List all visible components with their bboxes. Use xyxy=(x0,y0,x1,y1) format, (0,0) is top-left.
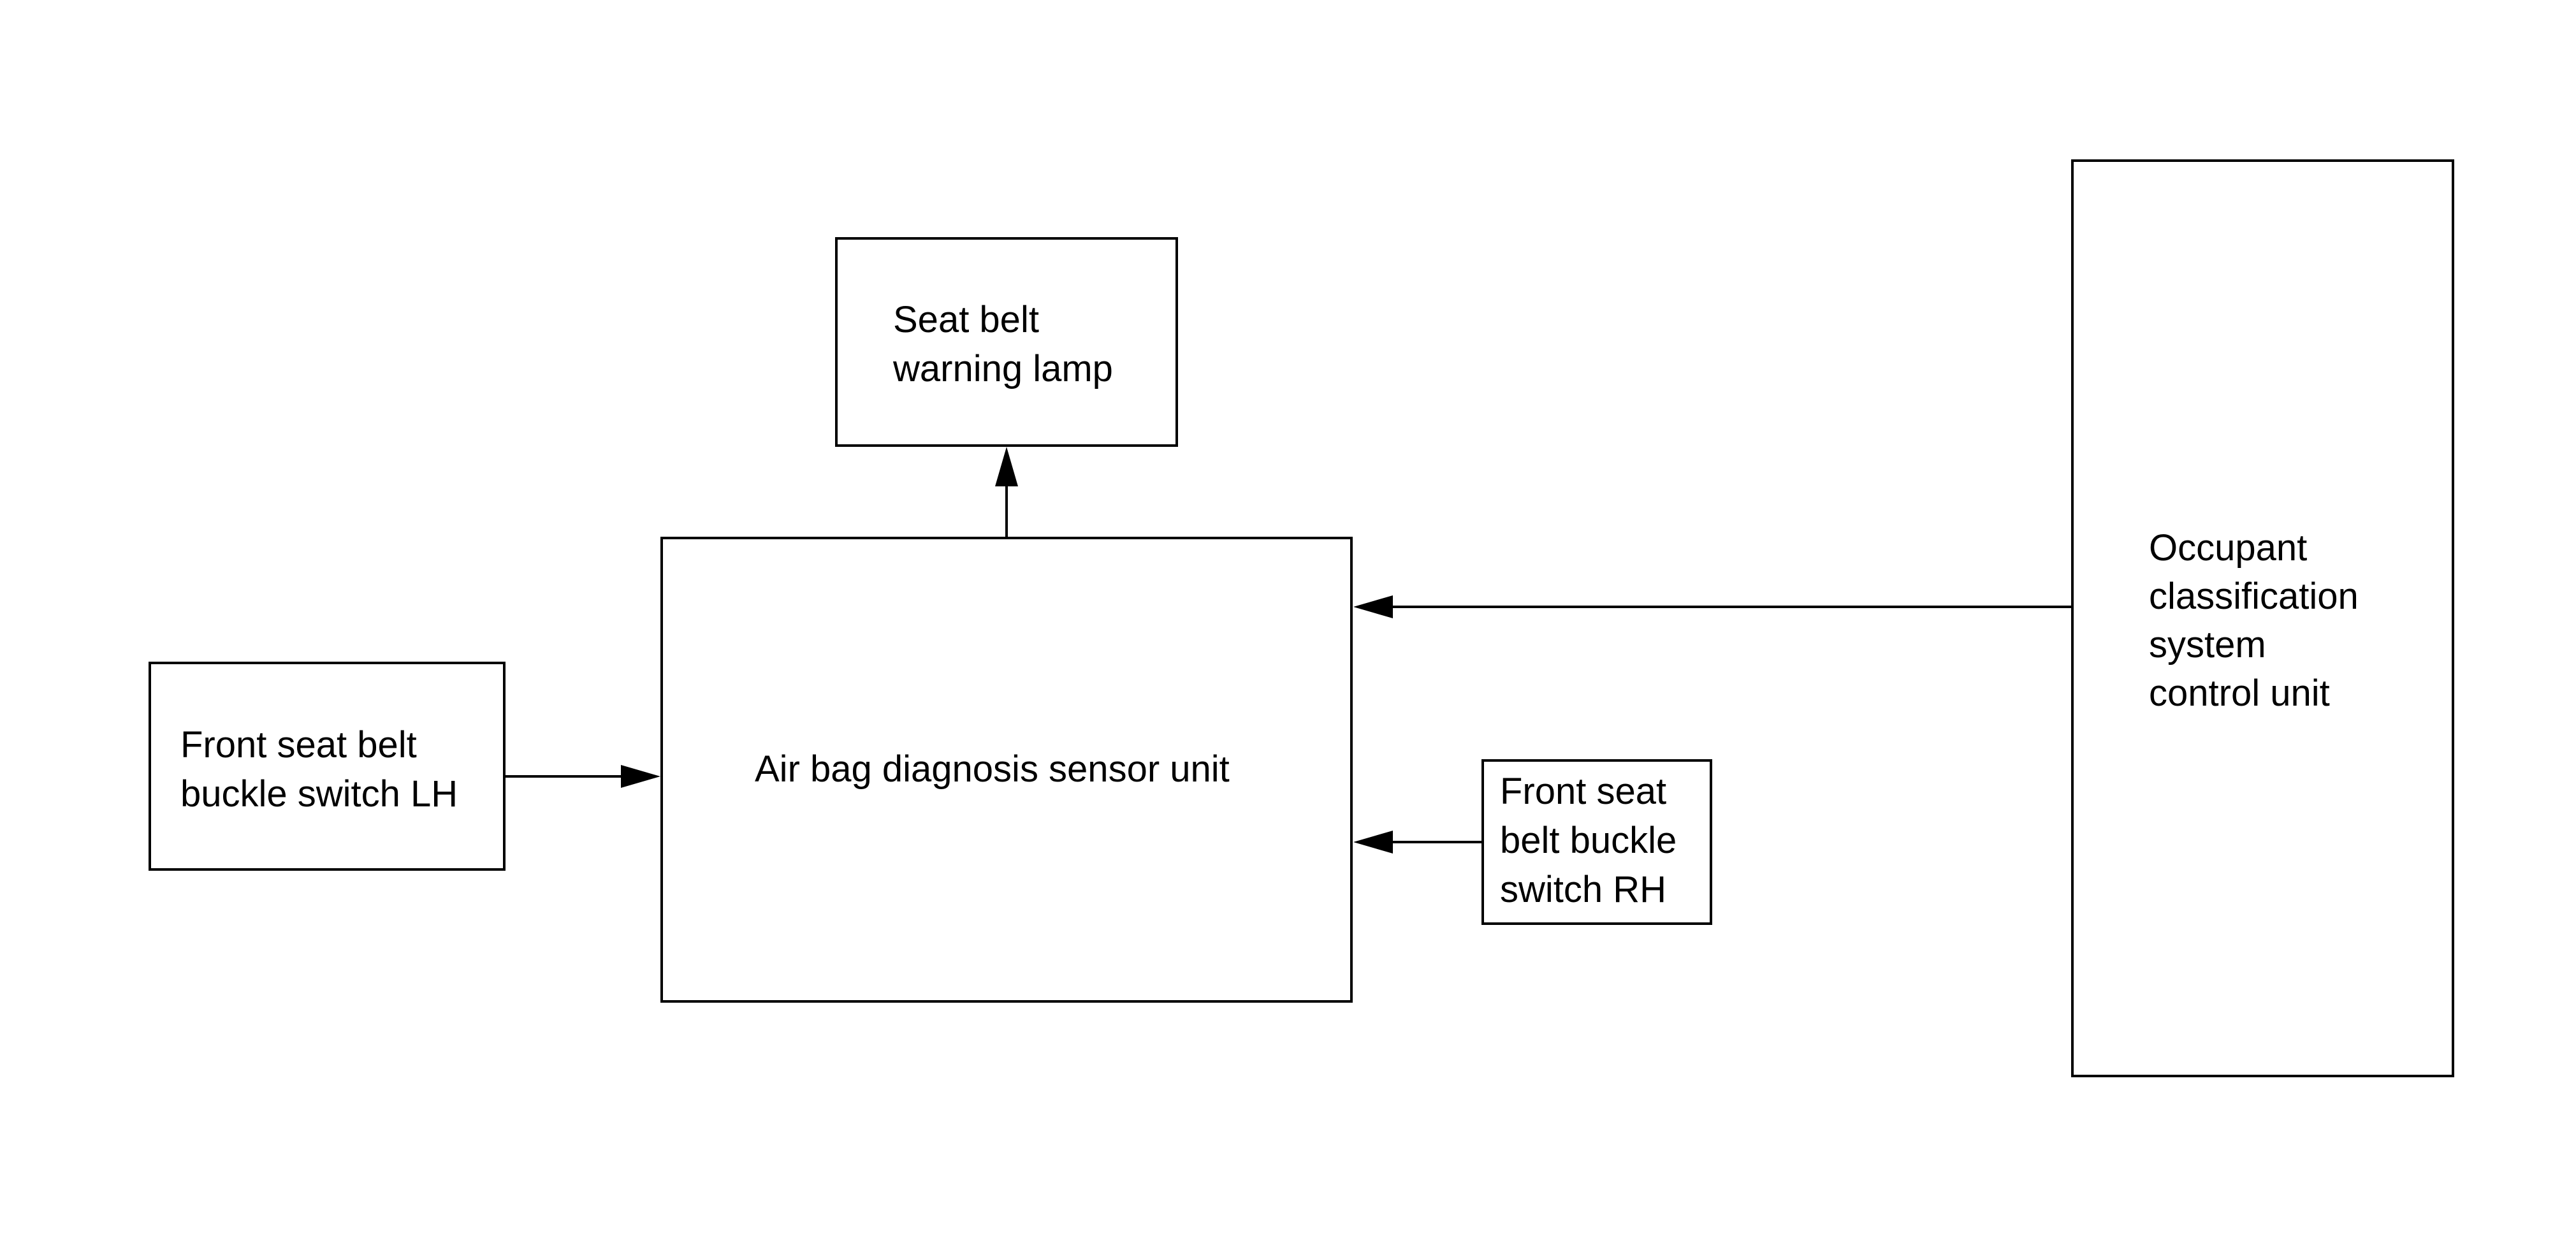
label-line: Occupant xyxy=(2149,527,2307,569)
arrowhead-occupant xyxy=(1353,595,1393,618)
label-line: Air bag diagnosis sensor unit xyxy=(755,748,1230,790)
arrowhead-lamp xyxy=(995,447,1018,486)
front-seat-belt-buckle-switch-rh-box xyxy=(1481,759,1712,925)
label-line: Seat belt xyxy=(893,299,1039,340)
occupant-classification-system-control-unit-label: Occupant classification system control u… xyxy=(2149,527,2369,714)
occupant-classification-system-control-unit-box xyxy=(2071,159,2454,1077)
label-line: Front seat belt xyxy=(180,724,417,766)
seat-belt-warning-lamp-box xyxy=(835,237,1178,447)
air-bag-diagnosis-sensor-unit-label: Air bag diagnosis sensor unit xyxy=(755,748,1230,790)
label-line: Front seat xyxy=(1500,771,1666,812)
label-line: switch RH xyxy=(1500,869,1666,910)
front-seat-belt-buckle-switch-rh-label: Front seat belt buckle switch RH xyxy=(1500,771,1687,910)
label-line: control unit xyxy=(2149,673,2330,714)
label-line: buckle switch LH xyxy=(180,773,458,815)
label-line: system xyxy=(2149,624,2266,665)
air-bag-diagnosis-sensor-unit-box xyxy=(660,537,1353,1003)
label-line: belt buckle xyxy=(1500,820,1677,861)
front-seat-belt-buckle-switch-lh-label: Front seat belt buckle switch LH xyxy=(180,724,458,815)
seat-belt-warning-lamp-label: Seat belt warning lamp xyxy=(892,299,1113,389)
front-seat-belt-buckle-switch-lh-box xyxy=(149,662,506,871)
label-line: classification xyxy=(2149,576,2359,617)
arrowhead-rh xyxy=(1353,831,1393,854)
label-line: warning lamp xyxy=(892,348,1113,389)
arrowhead-lh xyxy=(621,765,660,788)
